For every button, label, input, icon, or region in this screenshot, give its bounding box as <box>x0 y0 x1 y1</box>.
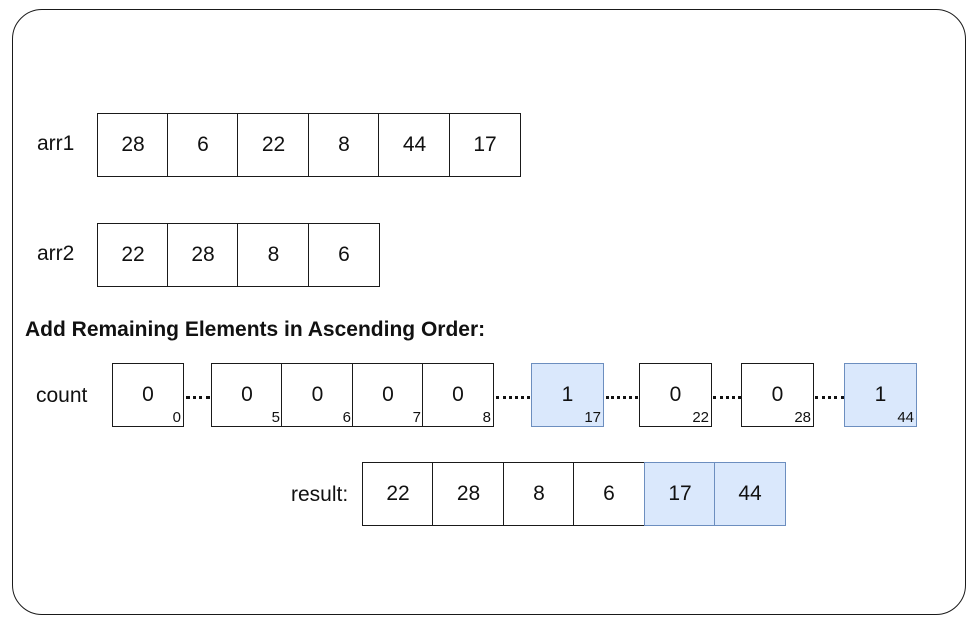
count-cell: 0 5 <box>211 363 283 427</box>
count-value: 0 <box>771 383 784 406</box>
diagram-frame <box>12 9 966 615</box>
count-value: 0 <box>382 383 394 406</box>
count-label: count <box>36 384 88 407</box>
count-index: 22 <box>692 409 709 426</box>
count-value: 0 <box>241 383 253 406</box>
ellipsis-connector <box>815 396 844 399</box>
arr2-cell: 8 <box>237 223 310 287</box>
result-cell-highlighted: 17 <box>644 462 716 526</box>
count-index: 28 <box>794 409 811 426</box>
ellipsis-connector <box>713 396 741 399</box>
count-value: 1 <box>561 383 574 406</box>
count-cell-highlighted: 1 17 <box>531 363 604 427</box>
count-value: 0 <box>142 383 154 406</box>
count-value: 0 <box>452 383 464 406</box>
arr2-cell: 6 <box>308 223 380 287</box>
count-index: 0 <box>172 409 181 426</box>
count-value: 0 <box>311 383 324 406</box>
result-cell: 28 <box>432 462 505 526</box>
result-cell: 22 <box>362 462 434 526</box>
arr2-cell: 28 <box>167 223 239 287</box>
section-heading: Add Remaining Elements in Ascending Orde… <box>25 318 486 341</box>
arr1-cell: 17 <box>449 113 521 177</box>
arr1-cell: 44 <box>378 113 451 177</box>
arr1-label: arr1 <box>37 132 75 155</box>
count-cell: 0 8 <box>422 363 494 427</box>
ellipsis-connector <box>606 396 638 399</box>
arr1-cell: 22 <box>237 113 310 177</box>
count-cell: 0 7 <box>352 363 424 427</box>
count-index: 44 <box>897 409 914 426</box>
count-cell: 0 28 <box>741 363 814 427</box>
count-value: 1 <box>874 383 887 406</box>
count-index: 7 <box>412 409 421 426</box>
count-index: 5 <box>271 409 280 426</box>
count-cell: 0 22 <box>639 363 712 427</box>
count-value: 0 <box>669 383 682 406</box>
arr1-cell: 8 <box>308 113 380 177</box>
arr2-cell: 22 <box>97 223 169 287</box>
arr2-label: arr2 <box>37 242 75 265</box>
count-cell: 0 0 <box>112 363 184 427</box>
result-cell: 8 <box>503 462 575 526</box>
count-index: 6 <box>342 409 351 426</box>
result-label: result: <box>291 483 349 506</box>
ellipsis-connector <box>496 396 530 399</box>
result-cell: 6 <box>573 462 645 526</box>
count-index: 17 <box>584 409 601 426</box>
count-cell-highlighted: 1 44 <box>844 363 917 427</box>
count-cell: 0 6 <box>281 363 354 427</box>
ellipsis-connector <box>186 396 210 399</box>
result-cell-highlighted: 44 <box>714 462 786 526</box>
arr1-cell: 6 <box>167 113 239 177</box>
count-index: 8 <box>482 409 491 426</box>
arr1-cell: 28 <box>97 113 169 177</box>
